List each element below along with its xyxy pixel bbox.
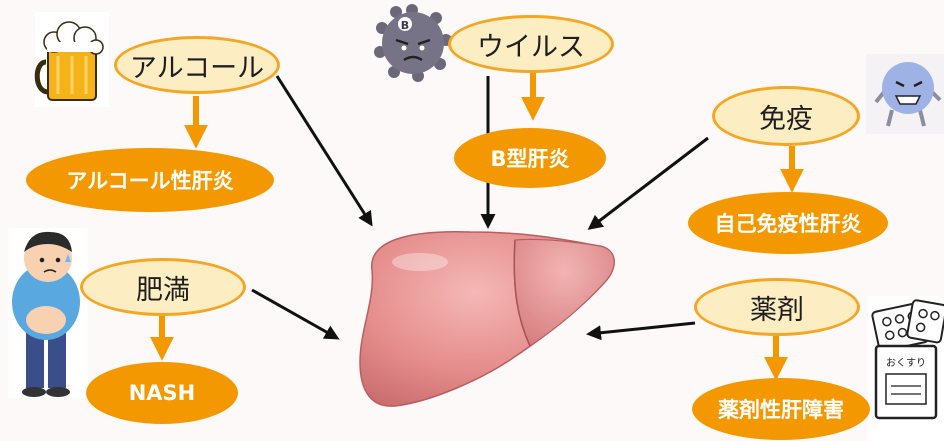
- cause-immune: 免疫: [712, 86, 860, 146]
- liver-icon: [360, 232, 614, 406]
- disease-hepatitis-b-label: B型肝炎: [490, 143, 569, 173]
- medicine-bag-label: おくすり: [886, 357, 926, 369]
- cause-drug: 薬剤: [694, 278, 860, 336]
- disease-alcoholic-hepatitis-label: アルコール性肝炎: [66, 165, 233, 195]
- cause-virus-label: ウイルス: [477, 25, 585, 64]
- beer-mug-icon: [35, 12, 109, 107]
- disease-drug-induced-liver-injury: 薬剤性肝障害: [692, 378, 870, 440]
- disease-nash-label: NASH: [129, 381, 196, 405]
- disease-hepatitis-b: B型肝炎: [454, 128, 606, 188]
- arrow-drug-to-liver: [589, 323, 695, 334]
- medicine-bag-icon: おくすり: [868, 296, 944, 441]
- disease-alcoholic-hepatitis: アルコール性肝炎: [26, 148, 274, 212]
- cause-drug-label: 薬剤: [750, 288, 804, 327]
- immune-cell-icon: [866, 54, 944, 134]
- cause-obesity-label: 肥満: [136, 268, 190, 307]
- disease-autoimmune-hepatitis: 自己免疫性肝炎: [688, 192, 888, 254]
- overweight-man-icon: [8, 228, 88, 398]
- cause-immune-label: 免疫: [759, 97, 813, 136]
- disease-drug-induced-liver-injury-label: 薬剤性肝障害: [718, 394, 844, 424]
- cause-alcohol-label: アルコール: [130, 46, 264, 85]
- disease-nash: NASH: [86, 362, 238, 424]
- disease-autoimmune-hepatitis-label: 自己免疫性肝炎: [715, 208, 862, 238]
- virus-letter: B: [401, 19, 409, 32]
- arrow-alcohol-to-liver: [277, 76, 371, 224]
- cause-virus: ウイルス: [448, 15, 614, 73]
- cause-alcohol: アルコール: [114, 36, 280, 94]
- arrow-obesity-to-liver: [252, 290, 337, 338]
- cause-obesity: 肥満: [80, 258, 246, 316]
- virus-character-icon: B: [374, 4, 452, 82]
